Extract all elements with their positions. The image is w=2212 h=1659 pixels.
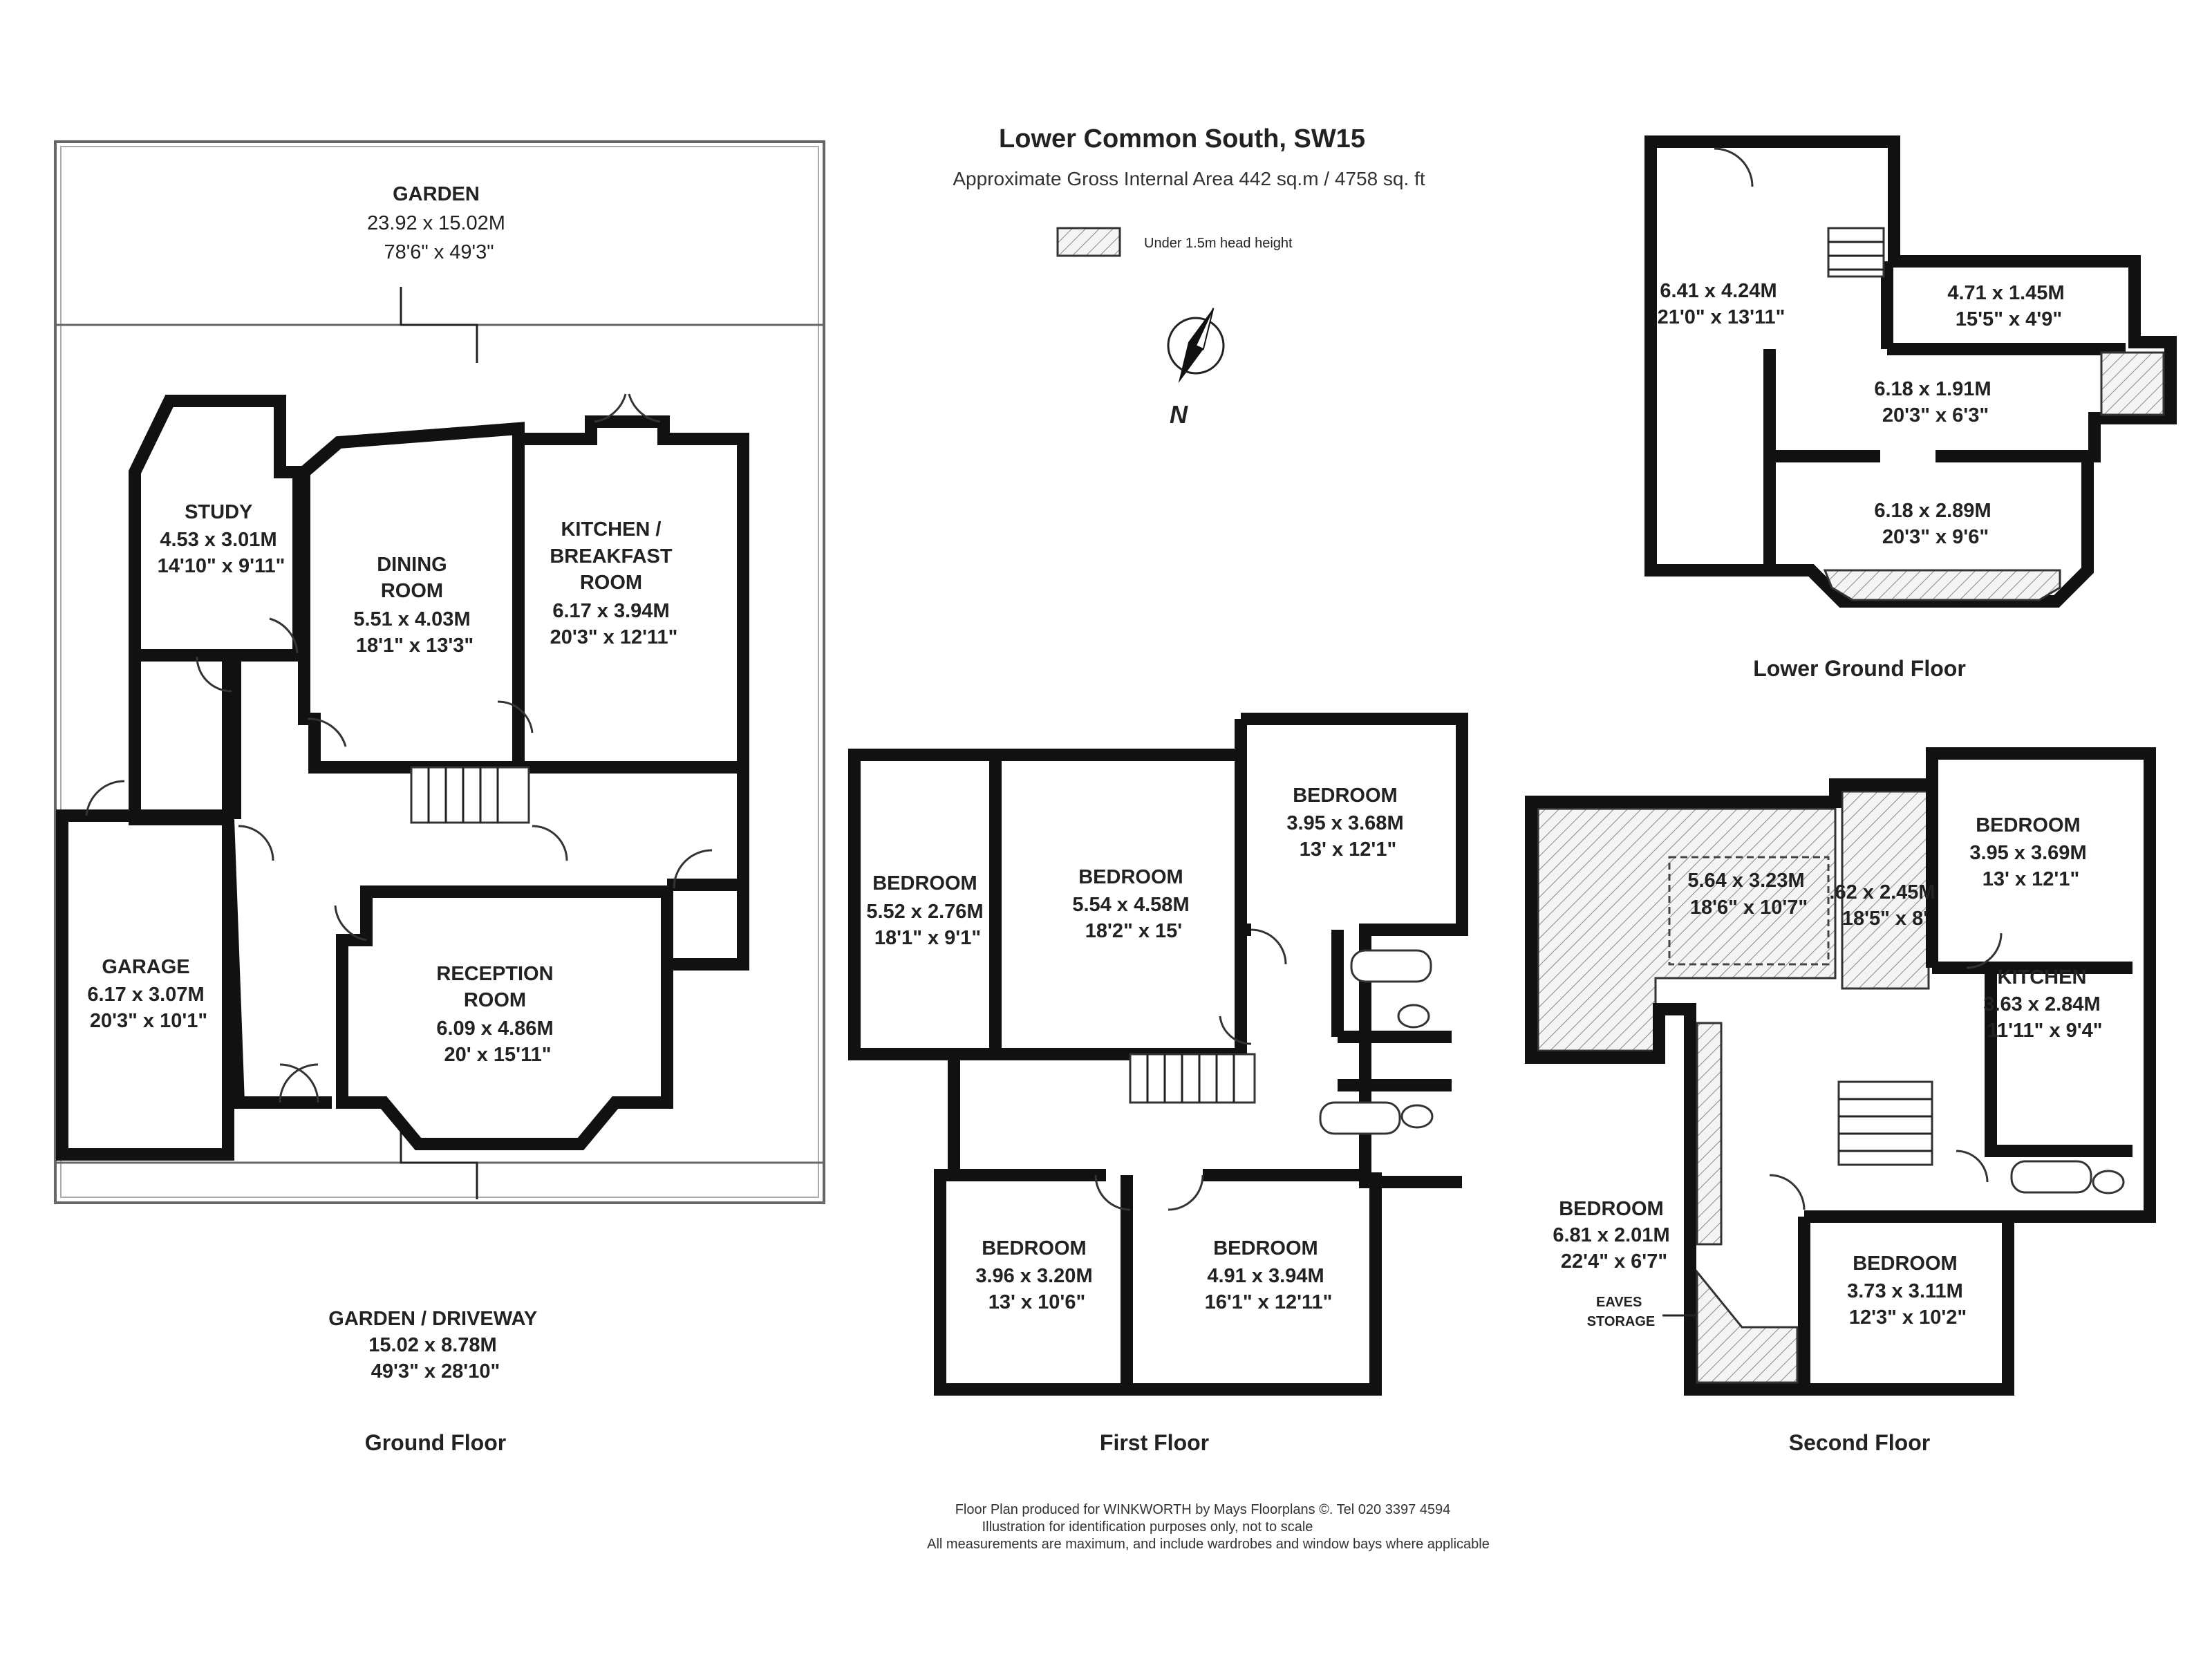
second-floor-plan [1525, 747, 2156, 1396]
first-floor-caption: First Floor [1100, 1430, 1209, 1455]
ff-bedroom-1-label: BEDROOM 5.52 x 2.76M 18'1" x 9'1" [866, 872, 988, 949]
reception-room-label: RECEPTION ROOM 6.09 x 4.86M 20' x 15'11" [436, 963, 559, 1066]
first-floor-plan [848, 713, 1468, 1396]
site-boundary [54, 140, 825, 1204]
second-floor-caption: Second Floor [1789, 1430, 1930, 1455]
toilet-icon [1400, 1104, 1434, 1129]
north-arrow-icon [1167, 308, 1225, 384]
kitchen-breakfast-room-label: KITCHEN / BREAKFAST ROOM 6.17 x 3.94M 20… [550, 518, 677, 648]
bath-icon [1319, 1101, 1401, 1135]
plan-title: Lower Common South, SW15 [999, 124, 1365, 153]
legend-hatch-swatch [1056, 227, 1121, 257]
lg-room-2-label: 4.71 x 1.45M 15'5" x 4'9" [1947, 282, 2070, 330]
sf-room-2-label: .62 x 2.45M 18'5" x 8' [1829, 881, 1940, 930]
dining-room-label: DINING ROOM 5.51 x 4.03M 18'1" x 13'3" [353, 554, 476, 657]
ground-floor-caption: Ground Floor [365, 1430, 506, 1455]
sf-loft-label: 5.64 x 3.23M 18'6" x 10'7" [1687, 870, 1810, 919]
legend: Under 1.5m head height [1056, 227, 1293, 257]
lg-room-4-label: 6.18 x 2.89M 20'3" x 9'6" [1874, 500, 1996, 548]
toilet-icon [1397, 1004, 1430, 1029]
north-label: N [1170, 400, 1188, 429]
ff-bedroom-4-label: BEDROOM 3.96 x 3.20M 13' x 10'6" [975, 1237, 1098, 1313]
footer-disclaimer: Illustration for identification purposes… [982, 1519, 1313, 1535]
driveway-label: GARDEN / DRIVEWAY 15.02 x 8.78M 49'3" x … [328, 1308, 542, 1382]
lower-ground-floor-plan [1644, 135, 2177, 608]
toilet-icon [2092, 1170, 2125, 1194]
ground-floor-plan [54, 140, 825, 1204]
sf-bedroom-1-label: BEDROOM 3.95 x 3.69M 13' x 12'1" [1969, 814, 2092, 890]
lg-room-3-label: 6.18 x 1.91M 20'3" x 6'3" [1874, 378, 1996, 427]
roof-light [1668, 856, 1830, 966]
study-label: STUDY 4.53 x 3.01M 14'10" x 9'11" [158, 501, 285, 577]
lg-room-1-label: 6.41 x 4.24M 21'0" x 13'11" [1658, 280, 1785, 328]
ff-bedroom-2-label: BEDROOM 5.54 x 4.58M 18'2" x 15' [1072, 866, 1194, 942]
footer-measurements-note: All measurements are maximum, and includ… [927, 1537, 1490, 1552]
sf-kitchen-label: KITCHEN 3.63 x 2.84M 11'11" x 9'4" [1983, 966, 2106, 1042]
eaves-storage-label: EAVES STORAGE [1587, 1295, 1656, 1329]
ground-stairs [410, 766, 530, 824]
garage-label: GARAGE 6.17 x 3.07M 20'3" x 10'1" [87, 956, 209, 1032]
bath-icon [1350, 949, 1432, 983]
ff-bedroom-3-label: BEDROOM 3.95 x 3.68M 13' x 12'1" [1286, 785, 1409, 861]
lower-ground-floor-caption: Lower Ground Floor [1753, 656, 1966, 681]
first-floor-stairs [1129, 1053, 1256, 1104]
legend-label: Under 1.5m head height [1144, 236, 1293, 251]
second-floor-stairs [1837, 1080, 1933, 1166]
sf-bedroom-3-label: BEDROOM 3.73 x 3.11M 12'3" x 10'2" [1847, 1253, 1969, 1329]
sf-bedroom-2-label: BEDROOM 6.81 x 2.01M 22'4" x 6'7" [1553, 1198, 1675, 1273]
footer-credit: Floor Plan produced for WINKWORTH by May… [955, 1502, 1451, 1517]
garden-label: GARDEN 23.92 x 15.02M 78'6" x 49'3" [367, 183, 511, 263]
lower-ground-stairs [1827, 227, 1885, 278]
area-summary: Approximate Gross Internal Area 442 sq.m… [953, 168, 1425, 189]
bath-icon [2010, 1160, 2092, 1194]
ff-bedroom-5-label: BEDROOM 4.91 x 3.94M 16'1" x 12'11" [1205, 1237, 1333, 1313]
